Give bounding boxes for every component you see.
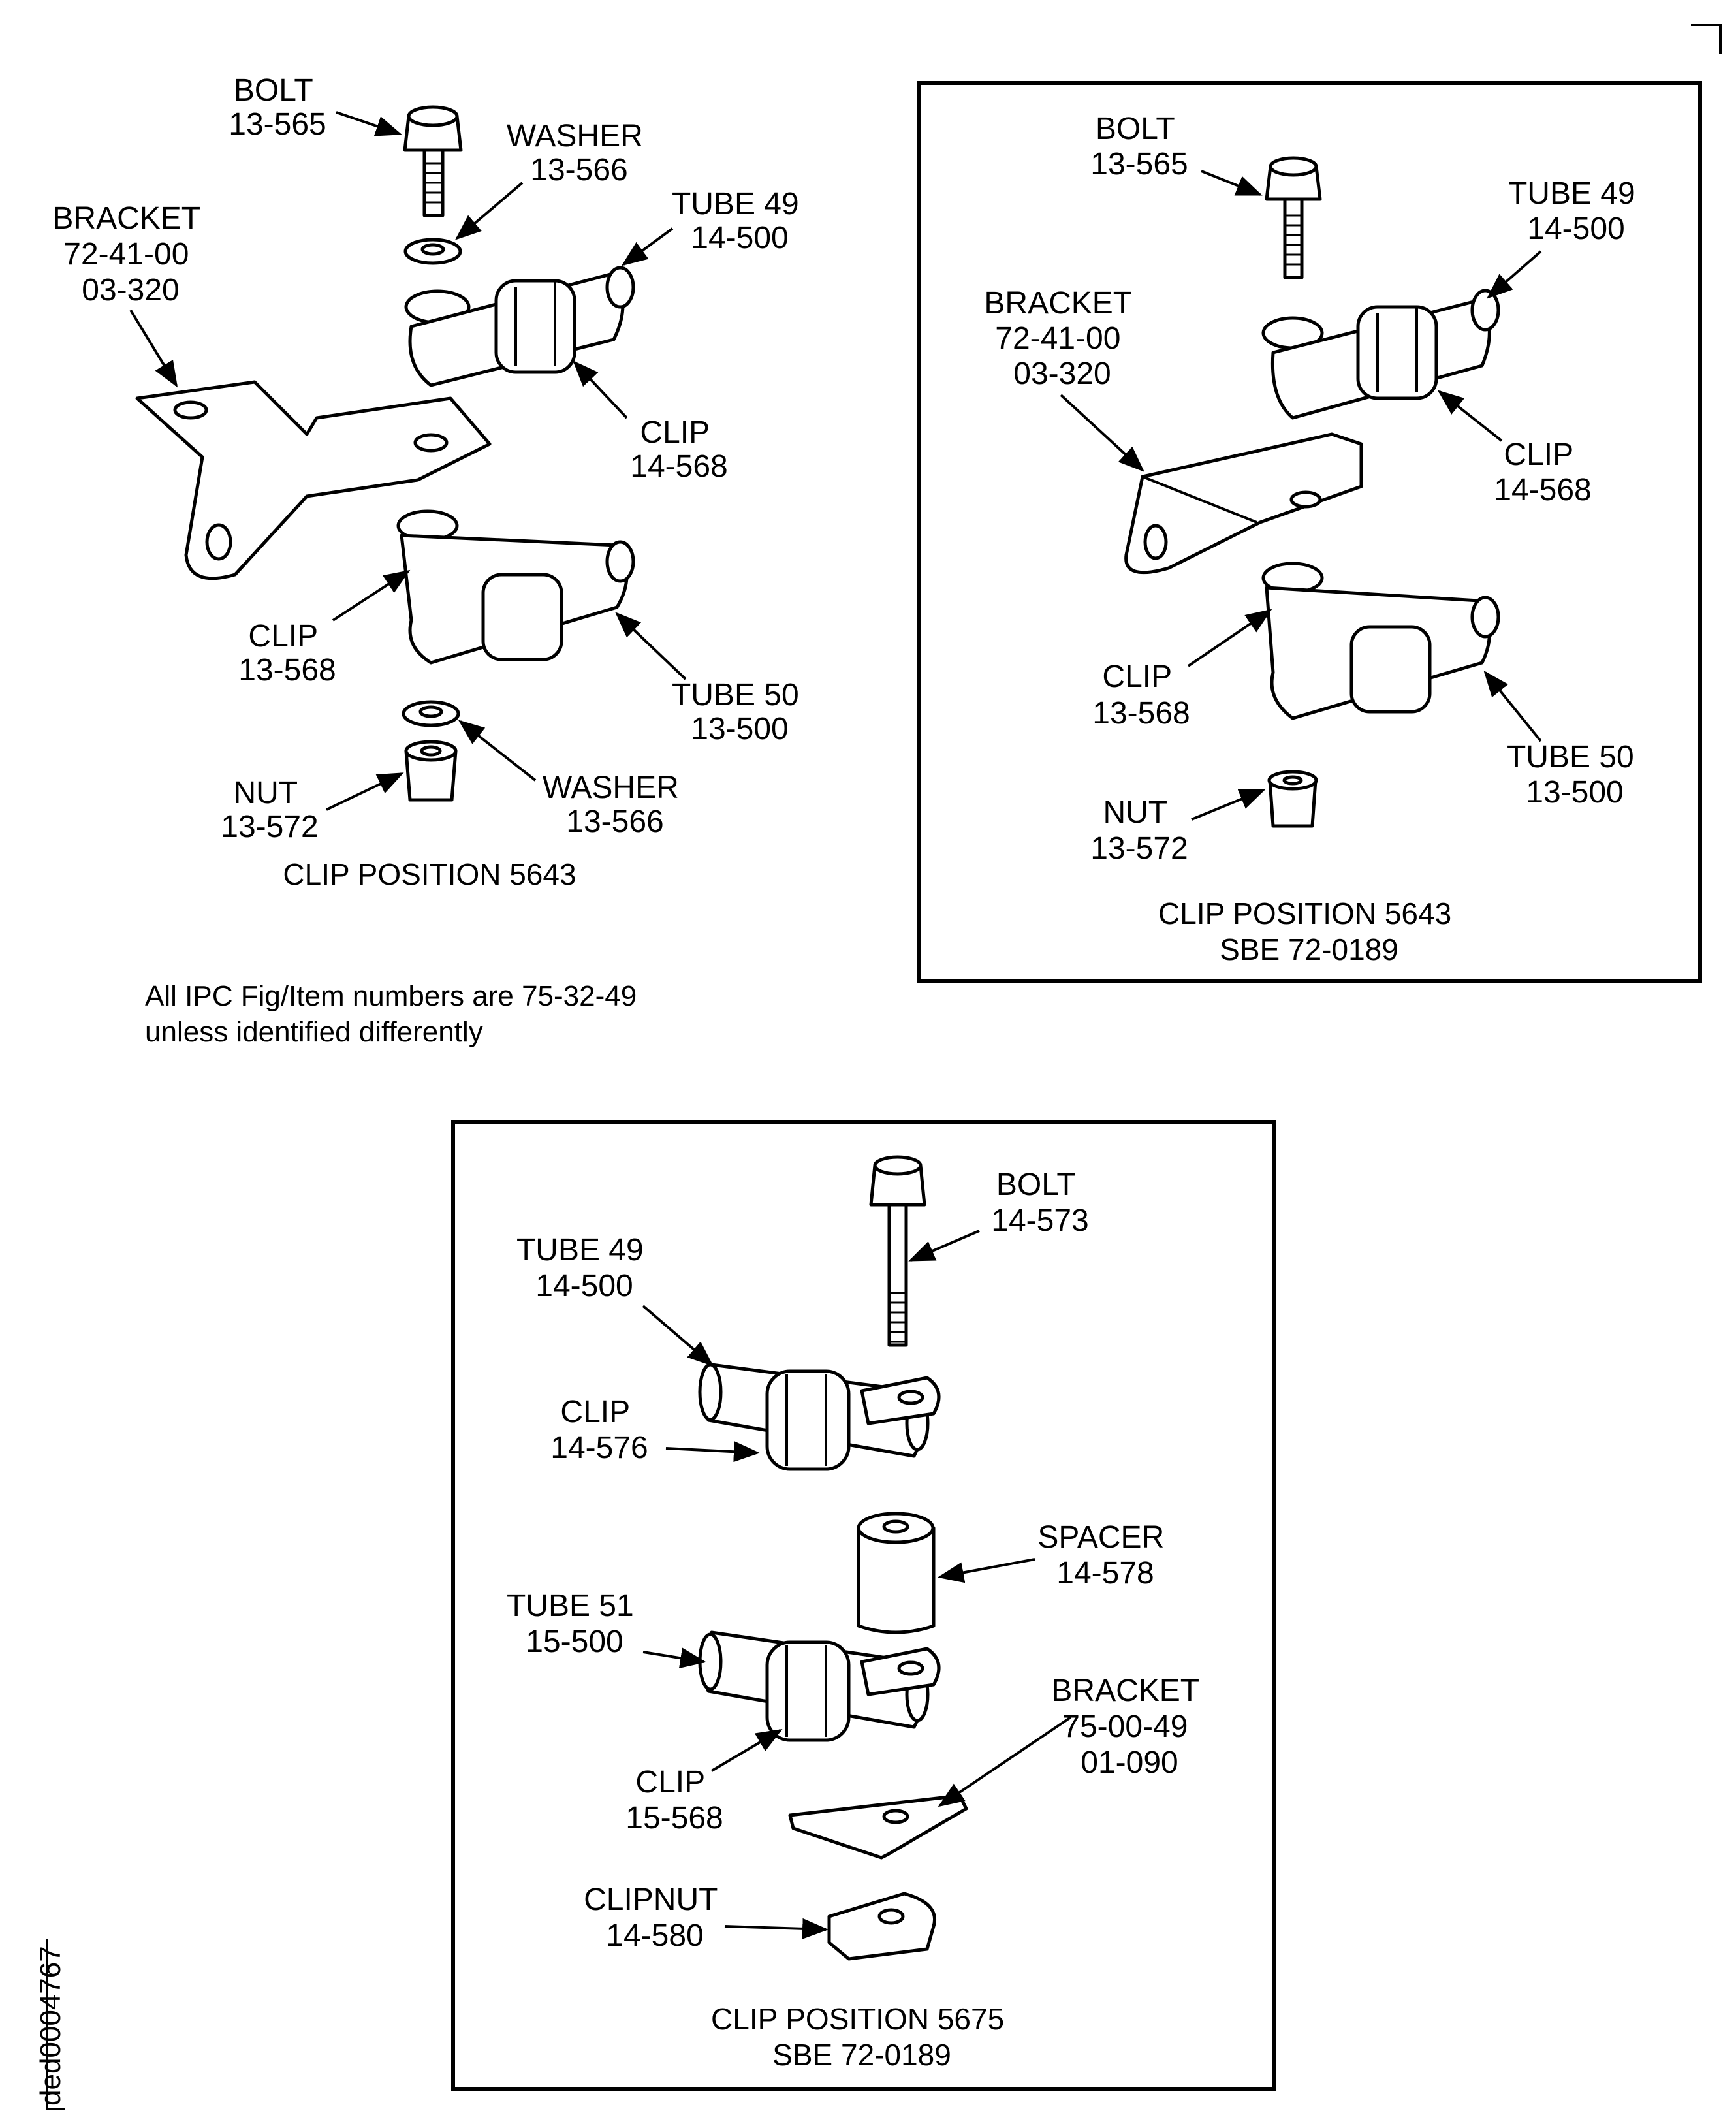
nut-arrow	[326, 772, 404, 811]
clip-lower-part	[698, 1630, 941, 1742]
bracket-part	[1124, 432, 1363, 575]
tube-50-arrow	[1483, 670, 1542, 742]
clip-lower-part	[396, 509, 635, 665]
washer-top-arrow	[454, 182, 524, 240]
bolt-label: BOLT 14-573	[991, 1167, 1088, 1238]
panel-b-caption: CLIP POSITION 5643 SBE 72-0189	[1158, 897, 1460, 966]
drawing-id-bracket	[46, 1939, 65, 2110]
tube-49-arrow	[621, 227, 674, 266]
tube-49-label: TUBE 49 14-500	[1508, 176, 1644, 246]
clip-upper-part	[698, 1363, 941, 1471]
nut-label: NUT 13-572	[1090, 795, 1188, 866]
spacer-label: SPACER 14-578	[1037, 1520, 1173, 1591]
panel-c: BOLT 14-573 TUBE 49 14-500 CLIP 14-576 S…	[451, 1120, 1276, 2091]
washer-bottom-part	[402, 700, 460, 727]
clipnut-part	[827, 1892, 936, 1961]
bolt-arrow	[336, 111, 402, 136]
bolt-part	[869, 1155, 926, 1347]
nut-arrow	[1191, 789, 1266, 821]
tube-50-arrow	[615, 612, 687, 680]
clip-upper-part	[1261, 289, 1500, 420]
clip-upper-arrow	[1437, 390, 1503, 442]
clip-lower-label: CLIP 13-568	[1092, 659, 1190, 731]
bolt-arrow	[908, 1230, 980, 1262]
washer-top-part	[403, 238, 462, 265]
tube-50-label: TUBE 50 13-500	[1507, 740, 1643, 810]
bolt-part	[1265, 156, 1322, 279]
spacer-arrow	[938, 1558, 1035, 1583]
bracket-arrow	[129, 309, 178, 388]
clip-lower-label: CLIP 13-568	[238, 619, 336, 688]
tube-50-label: TUBE 50 13-500	[672, 678, 808, 746]
bracket-label: BRACKET 72-41-00 03-320	[52, 201, 208, 308]
nut-part	[404, 740, 458, 802]
tube-49-arrow	[642, 1305, 714, 1367]
panel-a: BOLT 13-565 WASHER 13-566 TUBE 49 14-500…	[52, 73, 808, 891]
clip-upper-label: CLIP 14-568	[1494, 437, 1591, 507]
clipnut-label: CLIPNUT 14-580	[584, 1882, 726, 1953]
corner-mark	[1691, 24, 1722, 54]
panel-c-frame	[451, 1120, 1276, 2091]
tube-49-arrow	[1486, 250, 1542, 299]
bracket-label: BRACKET 75-00-49 01-090	[1051, 1674, 1207, 1780]
bracket-arrow	[1060, 394, 1144, 472]
bracket-label: BRACKET 72-41-00 03-320	[984, 286, 1140, 391]
nut-label: NUT 13-572	[221, 776, 318, 844]
washer-top-label: WASHER 13-566	[507, 119, 652, 187]
bolt-label: BOLT 13-565	[229, 73, 326, 142]
drawing-id: ded0004767	[35, 1946, 67, 2106]
bolt-label: BOLT 13-565	[1090, 112, 1188, 182]
clip-upper-arrow	[665, 1441, 760, 1463]
bolt-part	[403, 105, 463, 217]
clip-upper-part	[404, 266, 635, 387]
tube-51-arrow	[642, 1647, 706, 1669]
clip-lower-arrow	[710, 1728, 783, 1772]
panel-c-caption: CLIP POSITION 5675 SBE 72-0189	[711, 2002, 1013, 2072]
clip-lower-part	[1261, 562, 1500, 720]
clip-upper-label: CLIP 14-576	[550, 1395, 648, 1465]
panel-b: BOLT 13-565 TUBE 49 14-500 BRACKET 72-41…	[917, 81, 1702, 983]
spacer-part	[857, 1512, 936, 1634]
panel-b-frame	[917, 81, 1702, 983]
clip-upper-label: CLIP 14-568	[630, 415, 727, 484]
bracket-arrow	[938, 1716, 1072, 1807]
panel-a-caption: CLIP POSITION 5643	[283, 857, 576, 891]
clip-lower-label: CLIP 15-568	[625, 1765, 723, 1835]
clip-lower-arrow	[1187, 609, 1272, 667]
general-note: All IPC Fig/Item numbers are 75-32-49 un…	[145, 980, 644, 1048]
tube-51-label: TUBE 51 15-500	[507, 1589, 642, 1659]
clip-upper-arrow	[573, 360, 628, 419]
tube-49-label: TUBE 49 14-500	[672, 187, 808, 255]
washer-bottom-arrow	[458, 720, 537, 782]
washer-bottom-label: WASHER 13-566	[543, 770, 687, 839]
nut-part	[1267, 770, 1318, 828]
clipnut-arrow	[724, 1918, 829, 1939]
clip-lower-arrow	[332, 569, 411, 622]
bracket-part	[135, 380, 492, 580]
tube-49-label: TUBE 49 14-500	[516, 1233, 652, 1303]
bolt-arrow	[1201, 170, 1263, 196]
